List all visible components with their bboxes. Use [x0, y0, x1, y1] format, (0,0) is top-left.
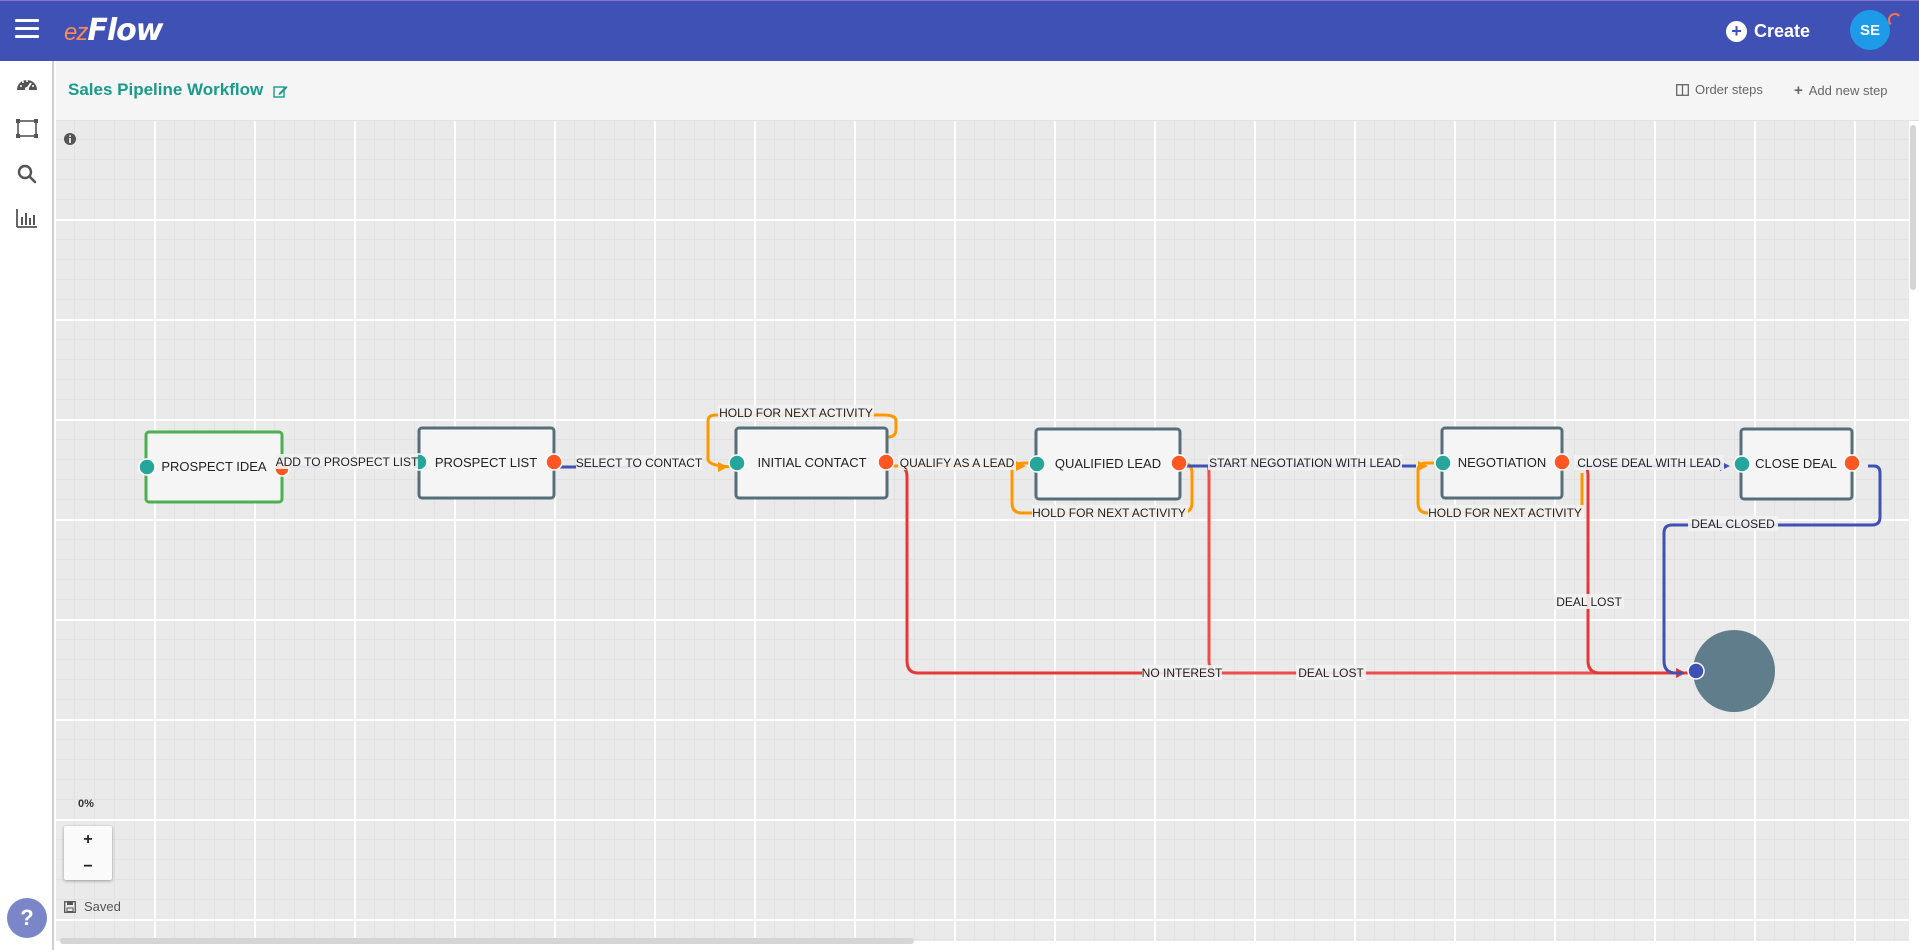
- info-icon[interactable]: [63, 132, 77, 146]
- edge-deal-lost-negotiation[interactable]: [1576, 464, 1676, 675]
- zoom-controls: + −: [64, 826, 112, 880]
- arrow-head: [718, 462, 728, 472]
- logo-main: Flow: [87, 13, 163, 48]
- app-logo[interactable]: ezFlow: [64, 13, 163, 48]
- edge-label-add-to-prospect-list[interactable]: ADD TO PROSPECT LIST: [276, 455, 419, 469]
- save-status: Saved: [64, 899, 121, 914]
- help-button[interactable]: ?: [7, 898, 47, 938]
- search-icon[interactable]: [15, 162, 39, 186]
- step-label: CLOSE DEAL: [1755, 456, 1837, 471]
- edge-label-deal-lost-qualified[interactable]: DEAL LOST: [1298, 666, 1364, 680]
- output-port[interactable]: [877, 453, 895, 471]
- input-port[interactable]: [1733, 455, 1751, 473]
- step-label: INITIAL CONTACT: [757, 455, 866, 470]
- zoom-in-button[interactable]: +: [83, 831, 93, 848]
- loading-spinner-icon: [1888, 13, 1902, 27]
- output-port[interactable]: [1170, 454, 1188, 472]
- order-steps-label: Order steps: [1695, 82, 1763, 97]
- create-button[interactable]: + Create: [1726, 18, 1810, 44]
- workflow-diagram: PROSPECT IDEA PROSPECT LIST INITIAL CONT…: [138, 405, 1882, 712]
- logo-prefix: ez: [64, 19, 88, 46]
- order-steps-button[interactable]: Order steps: [1676, 82, 1763, 97]
- arrow-head: [1016, 461, 1026, 471]
- edge-hold-initial-contact[interactable]: [706, 413, 898, 469]
- floppy-disk-icon: [64, 900, 76, 913]
- zoom-out-button[interactable]: −: [83, 858, 93, 875]
- top-app-bar: ezFlow + Create SE: [0, 0, 1919, 61]
- step-label: PROSPECT IDEA: [161, 459, 267, 474]
- edge-label-start-negotiation[interactable]: START NEGOTIATION WITH LEAD: [1209, 456, 1401, 470]
- workflow-header: Sales Pipeline Workflow Order steps + Ad…: [56, 61, 1919, 121]
- step-close-deal[interactable]: CLOSE DEAL: [1739, 427, 1854, 501]
- user-avatar[interactable]: SE: [1850, 10, 1890, 50]
- step-prospect-list[interactable]: PROSPECT LIST: [417, 426, 556, 500]
- end-input-port[interactable]: [1687, 662, 1705, 680]
- input-port[interactable]: [1434, 454, 1452, 472]
- output-port[interactable]: [1553, 453, 1571, 471]
- edge-label-select-to-contact[interactable]: SELECT TO CONTACT: [576, 456, 703, 470]
- edge-label-deal-closed[interactable]: DEAL CLOSED: [1691, 517, 1775, 531]
- saved-label: Saved: [84, 899, 121, 914]
- edge-label-no-interest[interactable]: NO INTEREST: [1142, 666, 1223, 680]
- add-new-step-label: Add new step: [1808, 83, 1888, 98]
- columns-icon: [1676, 83, 1689, 96]
- output-port[interactable]: [545, 453, 563, 471]
- step-negotiation[interactable]: NEGOTIATION: [1440, 426, 1564, 500]
- end-node[interactable]: [1693, 630, 1775, 712]
- plus-circle-icon: +: [1726, 20, 1747, 42]
- workflow-title: Sales Pipeline Workflow: [68, 80, 264, 99]
- input-port[interactable]: [728, 454, 746, 472]
- edge-label-hold-qualified[interactable]: HOLD FOR NEXT ACTIVITY: [1032, 506, 1186, 520]
- vertical-scrollbar[interactable]: [1910, 125, 1916, 290]
- zoom-level: 0%: [78, 798, 94, 810]
- left-sidebar: ?: [0, 61, 54, 950]
- input-port[interactable]: [138, 458, 156, 476]
- workflow-diagram-icon[interactable]: [15, 117, 39, 141]
- edge-label-group: ADD TO PROSPECT LIST SELECT TO CONTACT H…: [276, 405, 1778, 680]
- hamburger-menu-icon[interactable]: [15, 19, 39, 39]
- edge-label-deal-lost-negotiation[interactable]: DEAL LOST: [1556, 595, 1622, 609]
- step-label: QUALIFIED LEAD: [1055, 456, 1161, 471]
- output-port[interactable]: [1843, 454, 1861, 472]
- edge-no-interest[interactable]: [886, 464, 1690, 675]
- workflow-canvas[interactable]: PROSPECT IDEA PROSPECT LIST INITIAL CONT…: [56, 121, 1909, 941]
- step-prospect-idea[interactable]: PROSPECT IDEA: [144, 430, 284, 504]
- add-new-step-button[interactable]: + Add new step: [1794, 82, 1888, 99]
- step-label: NEGOTIATION: [1458, 455, 1547, 470]
- plus-icon: +: [1794, 82, 1803, 99]
- edge-label-qualify-as-lead[interactable]: QUALIFY AS A LEAD: [900, 456, 1015, 470]
- bar-chart-icon[interactable]: [15, 206, 39, 230]
- input-port[interactable]: [1028, 455, 1046, 473]
- edge-label-hold-initial[interactable]: HOLD FOR NEXT ACTIVITY: [719, 406, 873, 420]
- step-qualified-lead[interactable]: QUALIFIED LEAD: [1034, 427, 1182, 501]
- create-label: Create: [1754, 20, 1811, 41]
- step-initial-contact[interactable]: INITIAL CONTACT: [734, 426, 889, 500]
- dashboard-gauge-icon[interactable]: [15, 73, 39, 97]
- edge-label-hold-negotiation[interactable]: HOLD FOR NEXT ACTIVITY: [1428, 506, 1582, 520]
- horizontal-scrollbar[interactable]: [60, 938, 914, 944]
- step-label: PROSPECT LIST: [435, 455, 537, 470]
- edit-title-icon[interactable]: [272, 83, 288, 99]
- edge-label-close-deal-with-lead[interactable]: CLOSE DEAL WITH LEAD: [1577, 456, 1721, 470]
- arrow-head: [1418, 461, 1428, 471]
